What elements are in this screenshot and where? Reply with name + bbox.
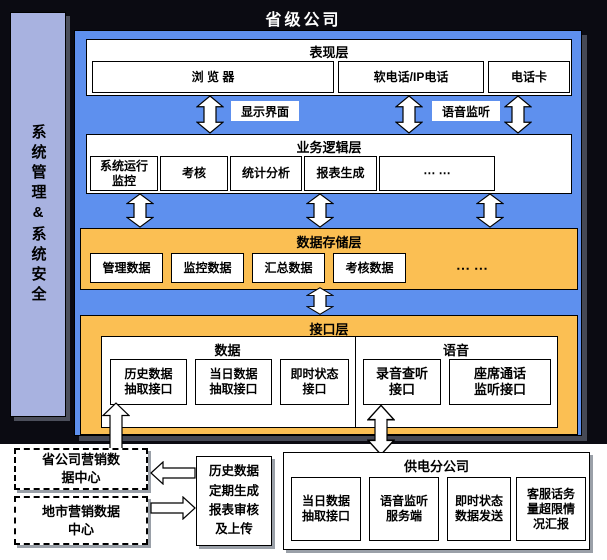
presentation-layer-title: 表现层 [309,45,349,60]
interface-item-agent-monitor: 座席通话监听接口 [449,359,551,405]
voice-group-label: 语音 [442,343,469,358]
double-arrow-icon [306,193,334,228]
data-storage-layer-title: 数据存储层 [296,235,362,250]
interface-item-realtime-status: 即时状态接口 [280,359,349,405]
branch-company-title: 供电分公司 [403,459,469,474]
provincial-marketing-center: 省公司营销数据中心 [14,448,148,490]
business-item-assessment: 考核 [160,156,228,191]
report-flow-box: 历史数据定期生成报表审核及上传 [196,456,272,546]
storage-item-monitoring: 监控数据 [171,253,244,283]
flow-label-display-interface: 显示界面 [231,101,299,121]
page-title: 省级公司 [265,12,342,29]
interface-item-daily-extract: 当日数据抽取接口 [195,359,272,405]
branch-item-traffic-report: 客服话务量超限情况汇报 [516,477,586,541]
interface-item-history-extract: 历史数据抽取接口 [110,359,187,405]
interface-item-recording-playback: 录音查听接口 [363,359,441,405]
double-arrow-icon [306,287,334,315]
storage-item-management: 管理数据 [90,253,163,283]
right-arrow-icon [150,496,196,520]
data-storage-layer: 数据存储层 管理数据 监控数据 汇总数据 考核数据 ⋯ ⋯ [80,228,578,290]
business-logic-layer: 业务逻辑层 系统运行监控 考核 统计分析 报表生成 ⋯ ⋯ [86,134,572,194]
city-marketing-center: 地市营销数据中心 [14,496,148,545]
double-arrow-icon [476,193,504,228]
interface-layer: 接口层 数据 语音 历史数据抽取接口 当日数据抽取接口 即时状态接口 录音查听接… [80,315,578,435]
storage-ellipsis: ⋯ ⋯ [456,259,488,276]
branch-item-voice-server: 语音监听服务端 [369,477,439,541]
presentation-item-softphone: 软电话/IP电话 [338,61,484,93]
interface-layer-inner: 数据 语音 历史数据抽取接口 当日数据抽取接口 即时状态接口 录音查听接口 座席… [101,336,558,428]
double-arrow-icon [126,193,154,228]
left-arrow-icon [150,461,196,485]
group-divider [355,337,356,427]
storage-item-summary: 汇总数据 [252,253,325,283]
double-arrow-branch-icon [367,404,395,456]
business-item-statistics: 统计分析 [230,156,302,191]
business-item-more: ⋯ ⋯ [379,156,495,191]
data-group-label: 数据 [214,343,241,358]
business-item-report-generation: 报表生成 [304,156,377,191]
flow-label-voice-monitor: 语音监听 [432,101,500,121]
interface-layer-title: 接口层 [309,322,349,337]
business-logic-layer-title: 业务逻辑层 [296,140,362,155]
storage-item-assessment: 考核数据 [333,253,406,283]
double-arrow-voice-icon [395,95,423,134]
system-management-sidebar: 系统管理&系统安全 [10,12,66,417]
report-flow-text: 历史数据定期生成报表审核及上传 [208,464,259,537]
presentation-layer: 表现层 浏 览 器 软电话/IP电话 电话卡 [86,39,572,96]
business-item-system-monitoring: 系统运行监控 [90,156,158,191]
double-arrow-display-icon [196,95,224,134]
presentation-item-phonecard: 电话卡 [488,61,570,93]
main-panel: 表现层 浏 览 器 软电话/IP电话 电话卡 业务逻辑层 系统运行监控 考核 统… [74,30,582,436]
branch-item-realtime-send: 即时状态数据发送 [447,477,511,541]
up-arrow-icon [102,402,130,454]
presentation-item-browser: 浏 览 器 [92,61,334,93]
double-arrow-right-icon [504,95,532,134]
branch-company-panel: 供电分公司 当日数据抽取接口 语音监听服务端 即时状态数据发送 客服话务量超限情… [283,452,590,550]
sidebar-label: 系统管理&系统安全 [29,123,47,306]
branch-item-daily-extract: 当日数据抽取接口 [291,477,361,541]
